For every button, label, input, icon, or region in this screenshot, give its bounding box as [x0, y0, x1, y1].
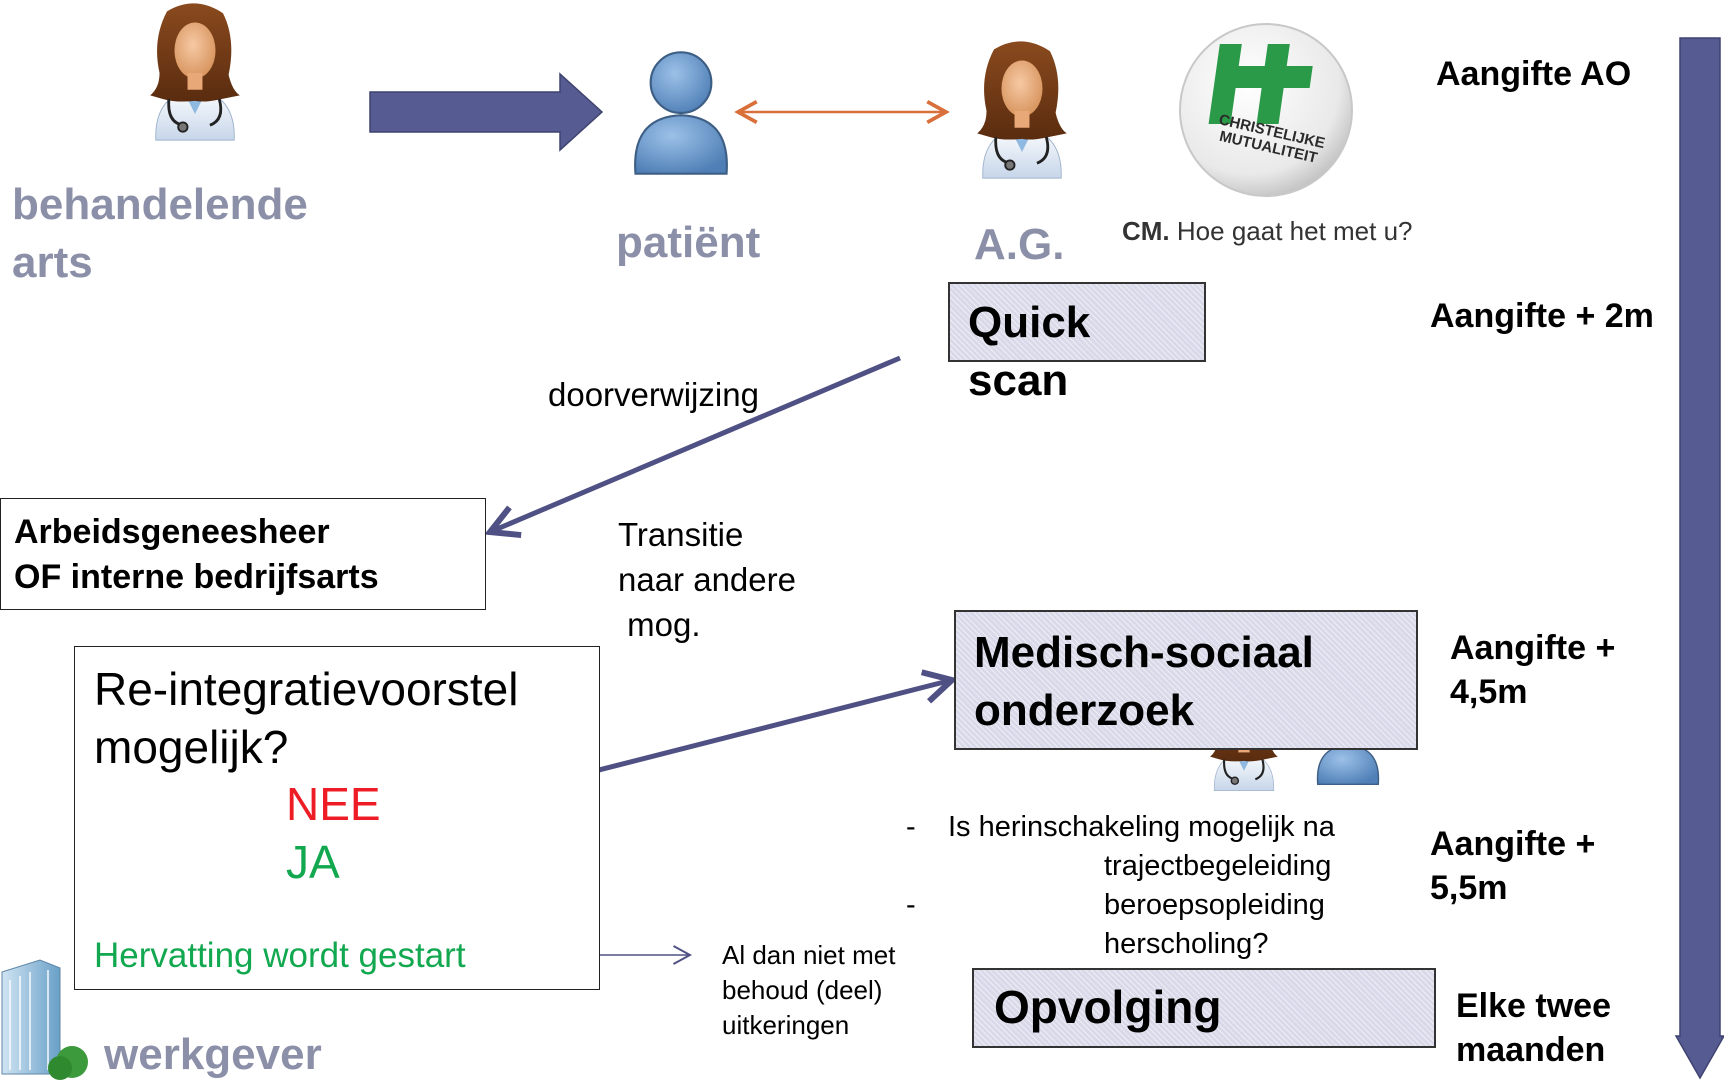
question-line-3: - beroepsopleiding — [906, 886, 1376, 925]
benefits-label: Al dan niet met behoud (deel) uitkeringe… — [722, 940, 896, 1040]
question-line-2: trajectbegeleiding — [1104, 850, 1332, 882]
reintegration-questions: -Is herinschakeling mogelijk na trajectb… — [906, 808, 1376, 964]
treating-doctor-icon — [148, 2, 242, 142]
cm-logo — [1179, 23, 1353, 197]
timeline-label-2m: Aangifte + 2m — [1430, 297, 1654, 335]
follow-up-title: Opvolging — [994, 981, 1222, 1033]
referral-arrow — [490, 355, 901, 532]
cm-tagline: CM. Hoe gaat het met u? — [1122, 216, 1413, 247]
medical-social-box — [954, 610, 1418, 750]
employer-building-icon — [1, 959, 88, 1080]
referral-label: doorverwijzing — [548, 376, 759, 413]
medical-social-title: Medisch-sociaal onderzoek — [974, 628, 1314, 735]
handover-arrow — [369, 72, 604, 152]
question-line-4: herscholing? — [1104, 928, 1269, 960]
resume-label: Hervatting wordt gestart — [94, 936, 466, 975]
answer-no: NEE — [286, 778, 381, 830]
patient-label: patiënt — [616, 218, 761, 267]
occupational-physician-box — [0, 498, 486, 610]
reintegration-box — [74, 646, 600, 990]
reintegration-question: Re-integratievoorstel mogelijk? — [94, 663, 519, 773]
ag-doctor-icon — [975, 40, 1069, 180]
occupational-physician-label: Arbeidsgeneesheer OF interne bedrijfsart… — [14, 513, 379, 596]
cm-tagline-text: Hoe gaat het met u? — [1176, 216, 1413, 246]
employer-label: werkgever — [104, 1030, 322, 1079]
follow-up-box — [972, 968, 1436, 1048]
patient-icon — [634, 51, 728, 175]
timeline-label-4-5m: Aangifte + 4,5m — [1450, 629, 1616, 711]
treating-doctor-label: behandelende arts — [12, 180, 308, 287]
ag-label: A.G. — [974, 220, 1065, 269]
transition-label: Transitie naar andere mog. — [618, 516, 796, 643]
answer-yes: JA — [286, 836, 340, 888]
timeline-arrow — [1674, 37, 1724, 1080]
question-text-1: Is herinschakeling mogelijk na — [948, 811, 1335, 843]
question-line-1: -Is herinschakeling mogelijk na — [906, 808, 1376, 847]
quick-scan-box — [948, 282, 1206, 362]
timeline-label-start: Aangifte AO — [1436, 55, 1632, 93]
timeline-label-5-5m: Aangifte + 5,5m — [1430, 825, 1596, 907]
quick-scan-title: Quick scan — [968, 298, 1091, 405]
cm-tagline-bold: CM. — [1122, 216, 1170, 246]
timeline-label-every-two-months: Elke twee maanden — [1456, 987, 1611, 1069]
question-bullet-1: - — [906, 811, 916, 843]
question-bullet-2: - — [906, 889, 916, 921]
question-text-3: beroepsopleiding — [1104, 889, 1325, 921]
